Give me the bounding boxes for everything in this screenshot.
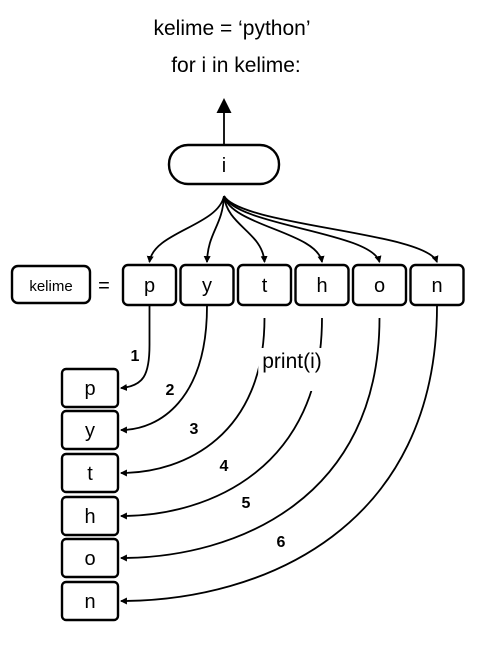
result-label: n	[84, 591, 95, 613]
code-line-assignment: kelime = ‘python’	[154, 17, 311, 40]
loop-variable-node: i	[167, 143, 281, 186]
sequence-char-label: y	[202, 275, 212, 297]
sequence-name-node: kelime	[10, 264, 92, 305]
sequence-char-box: t	[236, 263, 293, 307]
sequence-char-label: h	[316, 275, 327, 297]
iteration-arrow	[223, 195, 382, 264]
equals-sign: =	[98, 275, 110, 297]
result-box: n	[60, 580, 120, 622]
output-results: python	[60, 367, 120, 622]
result-label: t	[87, 463, 93, 485]
iteration-arrow	[223, 195, 268, 264]
result-label: p	[84, 378, 95, 400]
output-arrow	[119, 317, 323, 520]
sequence-char-label: o	[374, 275, 385, 297]
sequence-char-box: y	[179, 263, 235, 307]
result-box: h	[60, 495, 120, 537]
sequence-char-box: p	[121, 263, 178, 307]
step-numbers: 1 2 3 4 5 6	[131, 348, 286, 551]
iteration-arrow	[203, 195, 225, 264]
step-number: 6	[277, 534, 286, 551]
result-box: p	[60, 367, 120, 409]
iteration-arrow	[223, 195, 325, 264]
output-arrow	[119, 305, 208, 434]
sequence-name-label: kelime	[29, 278, 72, 295]
sequence-char-label: p	[144, 275, 155, 297]
result-box: o	[60, 537, 120, 579]
print-label-backdrop	[258, 348, 326, 391]
iteration-arrows	[146, 195, 439, 264]
iteration-arrow	[146, 195, 225, 264]
step-number: 2	[166, 382, 175, 399]
sequence-char-box: n	[409, 263, 465, 307]
output-arrow	[119, 317, 266, 477]
sequence-char-box: h	[294, 263, 350, 307]
sequence-char-box: o	[351, 263, 408, 307]
loop-variable-label: i	[222, 155, 226, 177]
output-arrow	[119, 305, 438, 605]
iteration-arrow	[223, 195, 439, 263]
print-statement: print(i)	[262, 350, 322, 373]
step-number: 1	[131, 348, 140, 365]
step-number: 4	[220, 458, 229, 475]
step-number: 5	[242, 495, 251, 512]
output-arrow	[119, 317, 381, 562]
sequence-char-label: t	[262, 275, 268, 297]
step-number: 3	[190, 421, 199, 438]
result-box: t	[60, 452, 120, 494]
result-label: y	[85, 420, 95, 442]
result-label: h	[84, 506, 95, 528]
sequence-char-label: n	[431, 275, 442, 297]
output-arrow	[119, 306, 151, 391]
result-box: y	[60, 409, 120, 451]
result-label: o	[84, 548, 95, 570]
code-line-for-loop: for i in kelime:	[171, 54, 301, 77]
